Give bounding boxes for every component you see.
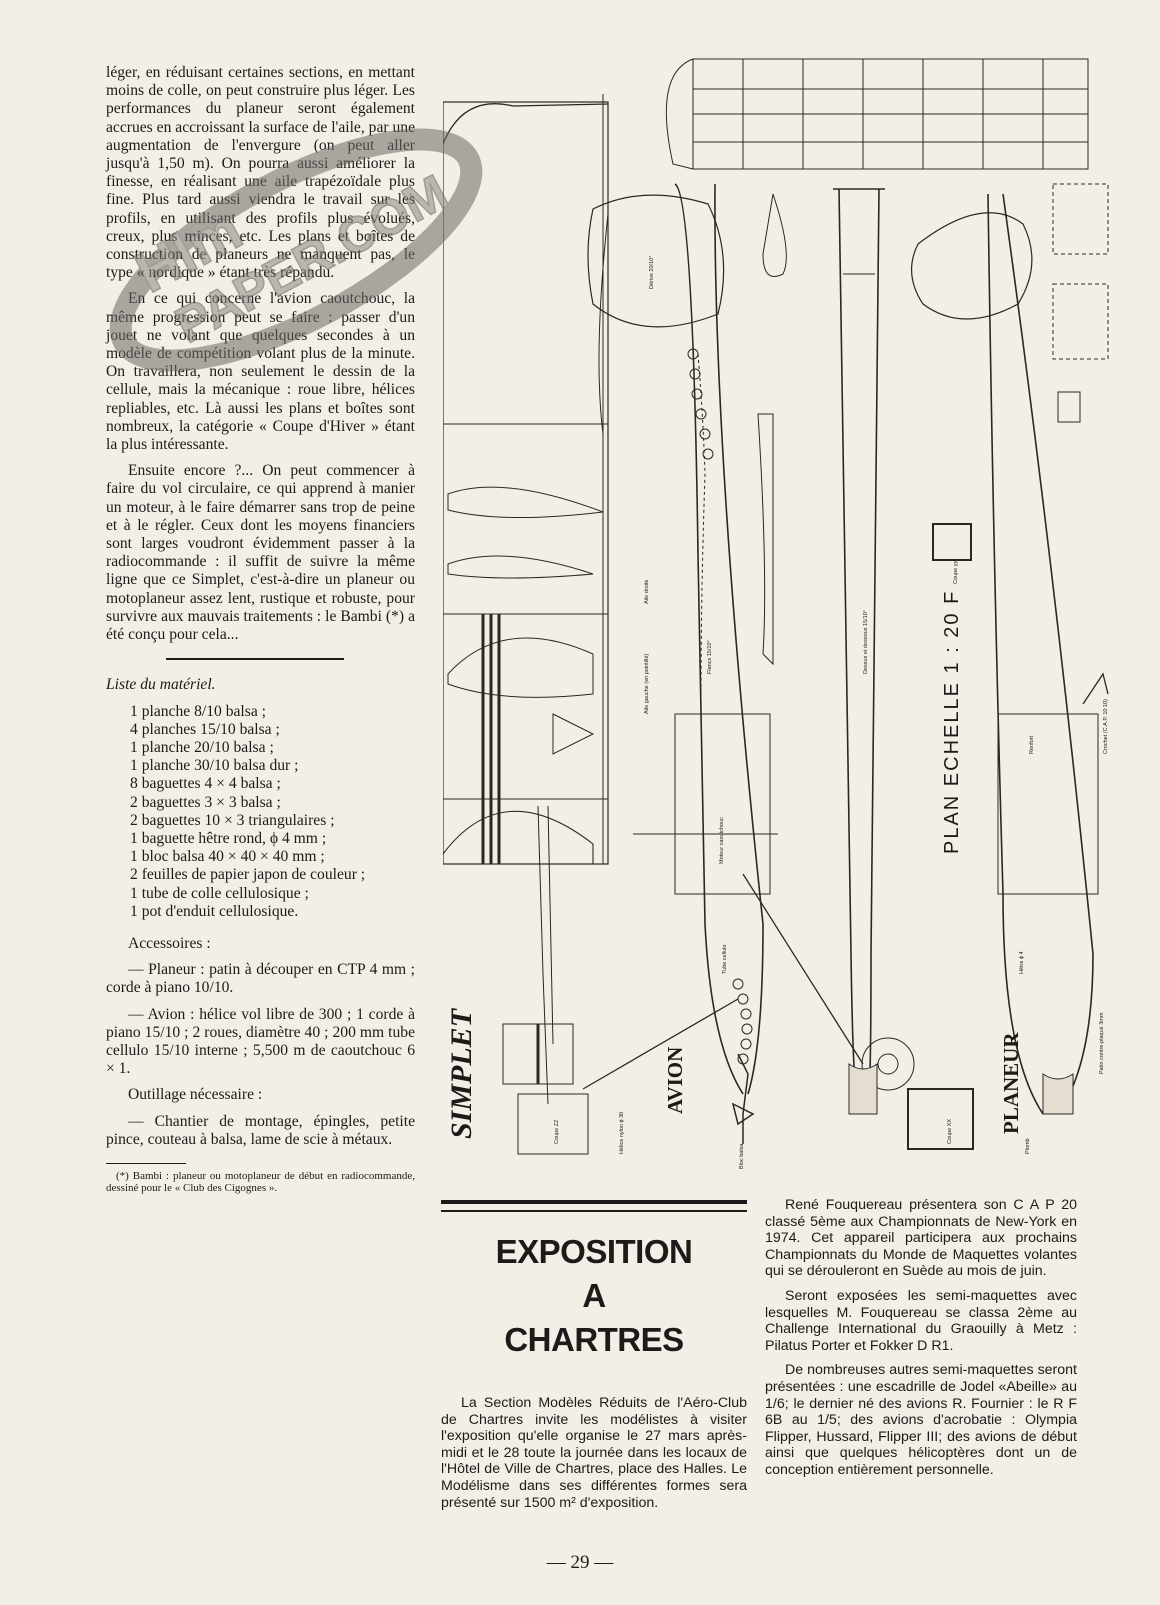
title-line: A: [582, 1277, 606, 1314]
fin-plan: [502, 805, 574, 1105]
list-item: 1 planche 20/10 balsa ;: [130, 738, 274, 756]
exposition-column-1: La Section Modèles Réduits de l'Aéro-Clu…: [441, 1395, 747, 1519]
list-item: 2 baguettes 3 × 3 balsa ;: [130, 793, 281, 811]
exposition-title: EXPOSITION A CHARTRES: [441, 1230, 747, 1362]
glider-fuselage-top-view: [757, 188, 885, 1115]
exposition-header-box: EXPOSITION A CHARTRES: [441, 1200, 747, 1384]
list-item: 1 pot d'enduit cellulosique.: [130, 902, 299, 920]
accessories-title: Accessoires :: [128, 934, 211, 952]
article-paragraph: Ensuite encore ?... On peut commencer à …: [106, 462, 415, 644]
exposition-paragraph: La Section Modèles Réduits de l'Aéro-Clu…: [441, 1395, 747, 1511]
plan-label: Hêtre ϕ 4: [1019, 951, 1025, 974]
list-item: 4 planches 15/10 balsa ;: [130, 720, 280, 738]
exposition-paragraph: René Fouquereau présentera son C A P 20 …: [765, 1197, 1077, 1280]
simplet-label: SIMPLET: [445, 1007, 478, 1139]
exposition-paragraph: De nombreuses autres semi-maquettes sero…: [765, 1362, 1077, 1478]
plan-label: Flancs 15/10°: [707, 640, 713, 674]
plan-label: Coupe yy: [953, 561, 959, 584]
tools-paragraph: — Chantier de montage, épingles, petite …: [106, 1112, 415, 1148]
stabilizer-plan: [665, 58, 1089, 170]
plan-label: Moteur caoutchouc: [719, 817, 725, 864]
plan-label: Dessus et dessous 15/10°: [863, 610, 869, 674]
avion-label: AVION: [663, 1047, 687, 1114]
wing-plan: [443, 94, 609, 865]
accessory-item: — Avion : hélice vol libre de 300 ; 1 co…: [106, 1005, 415, 1078]
glider-fuselage-side-view: [910, 193, 1109, 1115]
plan-label: Coupe XX: [947, 1119, 953, 1144]
model-plan-drawing: SIMPLET AVION PLANEUR PLAN ECHELLE 1 : 2…: [443, 54, 1119, 1176]
plan-label: Bloc balsa: [739, 1143, 745, 1169]
rubber-model-fuselage: [517, 183, 915, 1155]
plan-label: Hélice nylon ϕ 30: [619, 1112, 625, 1154]
plan-label: Plomb: [1025, 1138, 1031, 1154]
plan-label: Tube cellulo: [722, 945, 728, 974]
title-line: CHARTRES: [504, 1321, 684, 1358]
footnote-divider: [106, 1162, 186, 1164]
exposition-column-2: René Fouquereau présentera son C A P 20 …: [765, 1197, 1077, 1487]
plan-label: Renfort: [1029, 735, 1035, 754]
article-paragraph: léger, en réduisant certaines sections, …: [106, 64, 415, 282]
plan-label: Dérive 20/10°: [649, 256, 655, 289]
exposition-paragraph: Seront exposées les semi-maquettes avec …: [765, 1287, 1077, 1354]
list-item: 1 bloc balsa 40 × 40 × 40 mm ;: [130, 848, 325, 866]
list-item: 1 planche 30/10 balsa dur ;: [130, 757, 299, 775]
plan-label: Crochet (C.A.P. 10 10): [1103, 699, 1109, 754]
list-item: 2 feuilles de papier japon de couleur ;: [130, 866, 366, 884]
left-article-column: léger, en réduisant certaines sections, …: [106, 64, 415, 1195]
plan-scale-label: PLAN ECHELLE 1 : 20 F: [941, 590, 963, 854]
plan-label: Aile gauche (en pointillé): [644, 654, 650, 714]
list-item: 8 baguettes 4 × 4 balsa ;: [130, 775, 281, 793]
list-item: 2 baguettes 10 × 3 triangulaires ;: [130, 811, 335, 829]
materials-list-title: Liste du matériel.: [106, 676, 216, 694]
tools-title: Outillage nécessaire :: [128, 1086, 263, 1104]
list-item: 1 tube de colle cellulosique ;: [130, 884, 309, 902]
accessory-item: — Planeur : patin à découper en CTP 4 mm…: [106, 961, 415, 997]
page-number: — 29 —: [546, 1552, 614, 1573]
plan-label: Patin contre-plaqué 3mm: [1099, 1012, 1105, 1074]
rubber-motor-rear: [732, 978, 753, 1065]
title-line: EXPOSITION: [495, 1233, 693, 1270]
rubber-motor: [687, 348, 714, 460]
list-item: 1 planche 8/10 balsa ;: [130, 702, 266, 720]
section-divider: [166, 658, 344, 661]
fuselage-sections: [907, 183, 1109, 1150]
materials-list: 1 planche 8/10 balsa ; 4 planches 15/10 …: [106, 703, 415, 921]
plan-label: Coupe ZZ: [554, 1119, 560, 1144]
planeur-label: PLANEUR: [999, 1032, 1023, 1134]
header-divider: [441, 1210, 747, 1212]
list-item: 1 baguette hêtre rond, ϕ 4 mm ;: [130, 829, 327, 847]
footnote: (*) Bambi : planeur ou motoplaneur de dé…: [106, 1169, 415, 1195]
plan-label: Aile droite: [644, 580, 650, 604]
article-paragraph: En ce qui concerne l'avion caoutchouc, l…: [106, 290, 415, 454]
